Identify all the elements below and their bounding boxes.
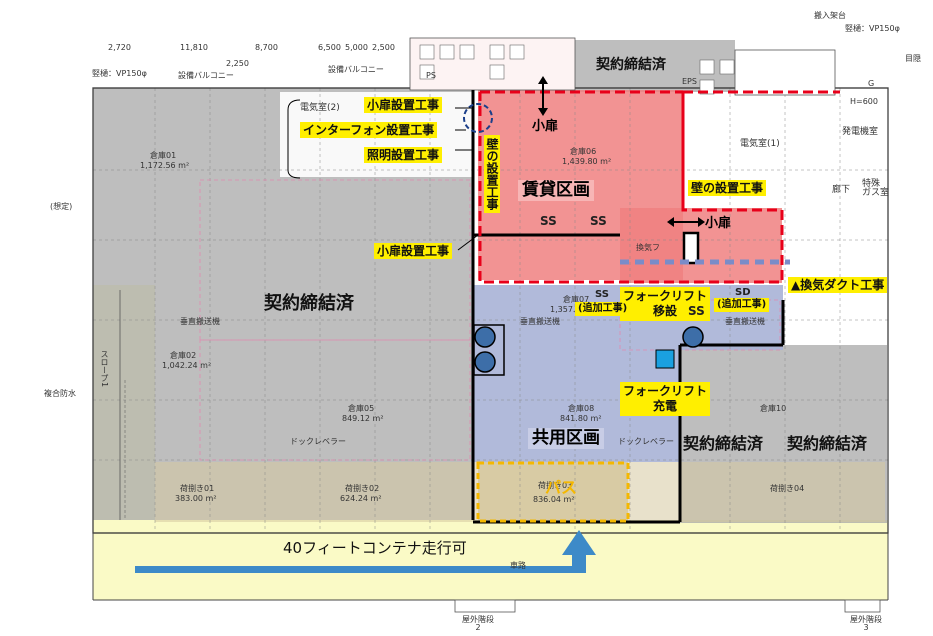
forklift-charge: フォークリフト 充電 [620, 382, 711, 416]
forklift-charger [655, 349, 675, 369]
wall-install-vertical: 壁の設置工事 [484, 135, 500, 213]
top-right-service [734, 49, 836, 96]
room-elec2: 電気室(2) [300, 103, 340, 113]
contract-top: 契約締結済 [596, 57, 666, 73]
ld01-area: 383.00 m² [175, 494, 217, 503]
sd-mark: SD [735, 287, 751, 298]
rental-zone-label: 賃貸区画 [518, 180, 594, 201]
lift-circle-2 [474, 351, 496, 373]
lift-circle-3 [682, 326, 704, 348]
wh02-area: 1,042.24 m² [162, 361, 212, 370]
wh08-area: 841.80 m² [560, 414, 602, 423]
lift-label-2: 垂直搬送機 [520, 317, 560, 326]
wh01-area: 1,172.56 m² [140, 161, 190, 170]
small-door-install: 小扉設置工事 [364, 97, 443, 113]
assumed-label: (想定) [50, 202, 73, 211]
dim-4: 6,500 [318, 43, 341, 52]
room-gas: 特殊 ガス室 [862, 179, 890, 198]
container-label: 40フィートコンテナ走行可 [283, 539, 467, 557]
eaves-label: 目隠 [905, 54, 921, 63]
wh01-name: 倉庫01 [150, 151, 177, 160]
dim-5: 5,000 [345, 43, 368, 52]
ld02-name: 荷捌き02 [345, 484, 380, 493]
balcony-label: 設備バルコニー [178, 71, 234, 80]
electric-room-1 [683, 92, 841, 192]
ld03-name: 荷捌き03 [538, 481, 573, 490]
ss-mark-3: SS [540, 214, 557, 228]
pass-zone-outline [476, 461, 630, 523]
wall-install-right: 壁の設置工事 [688, 180, 767, 196]
room-elec1: 電気室(1) [740, 139, 780, 149]
duct-work: ▲換気ダクト工事 [788, 277, 888, 293]
shared-zone-label: 共用区画 [528, 428, 604, 449]
ss-mark-2: SS [688, 304, 705, 318]
container-lane-arrow [135, 566, 575, 573]
lift-circle-1 [474, 326, 496, 348]
loading-03 [478, 462, 628, 522]
lane-label: 車路 [510, 561, 526, 570]
wh05-name: 倉庫05 [348, 404, 375, 413]
contract-right-2: 契約締結済 [787, 434, 868, 453]
room-corridor: 廊下 [832, 185, 851, 195]
ld01-name: 荷捌き01 [180, 484, 215, 493]
g-label: G [868, 79, 875, 88]
wh06-area: 1,439.80 m² [562, 157, 612, 166]
wh05-area: 849.12 m² [342, 414, 384, 423]
intercom-install: インターフォン設置工事 [300, 122, 438, 138]
small-door-right: 小扉 [705, 216, 732, 231]
ld02-area: 624.24 m² [340, 494, 382, 503]
lighting-install: 照明設置工事 [364, 147, 443, 163]
waterproof-label: 複合防水 [44, 389, 76, 398]
room-ventilation: 換気フ [636, 243, 660, 252]
ld04-name: 荷捌き04 [770, 484, 805, 493]
stairs-2: 屋外階段 2 [462, 615, 494, 632]
dim-1: 2,720 [108, 43, 131, 52]
lift-box [473, 324, 505, 376]
forklift-move: フォークリフト 移設 [620, 287, 711, 321]
intercom-marker [463, 103, 493, 133]
slope-label: スロープ1 [100, 350, 109, 388]
riser-left: 竪樋：VP150φ [92, 69, 147, 78]
lift-label-1: 垂直搬送機 [180, 317, 220, 326]
room-ps: PS [426, 71, 436, 80]
additional-work-2: (追加工事) [714, 298, 770, 312]
wh08-name: 倉庫08 [568, 404, 595, 413]
wh06-name: 倉庫06 [570, 147, 597, 156]
small-door-box [682, 231, 700, 265]
dim-2: 11,810 [180, 43, 208, 52]
small-door-install-2: 小扉設置工事 [374, 243, 453, 259]
wh02-name: 倉庫02 [170, 351, 197, 360]
dim-vertical: 2,250 [226, 59, 249, 68]
small-door-top: 小扉 [532, 119, 559, 134]
wh10-name: 倉庫10 [760, 404, 787, 413]
wh07-name: 倉庫07 [563, 295, 590, 304]
dim-3: 8,700 [255, 43, 278, 52]
contract-left: 契約締結済 [264, 293, 354, 314]
pit-label: H=600 [850, 97, 878, 106]
ss-mark-4: SS [590, 214, 607, 228]
frame-label: 搬入架台 [814, 11, 846, 20]
ld03-area: 836.04 m² [533, 495, 575, 504]
pass-label: パス [545, 478, 578, 497]
balcony-label-2: 設備バルコニー [328, 65, 384, 74]
dock-label-1: ドックレベラー [290, 437, 346, 446]
riser-right: 竪樋：VP150φ [845, 24, 900, 33]
wh07-area: 1,357.56 m² [550, 305, 599, 314]
dim-6: 2,500 [372, 43, 395, 52]
outdoor-yard [93, 520, 888, 600]
dock-label-2: ドックレベラー [618, 437, 674, 446]
additional-work-1: (追加工事) [575, 302, 631, 316]
room-eps: EPS [682, 77, 697, 86]
room-gen: 発電機室 [842, 127, 879, 137]
contract-right-1: 契約締結済 [683, 434, 764, 453]
stairs-3: 屋外階段 3 [850, 615, 882, 632]
ss-mark-1: SS [595, 289, 609, 300]
lift-label-3: 垂直搬送機 [725, 317, 765, 326]
